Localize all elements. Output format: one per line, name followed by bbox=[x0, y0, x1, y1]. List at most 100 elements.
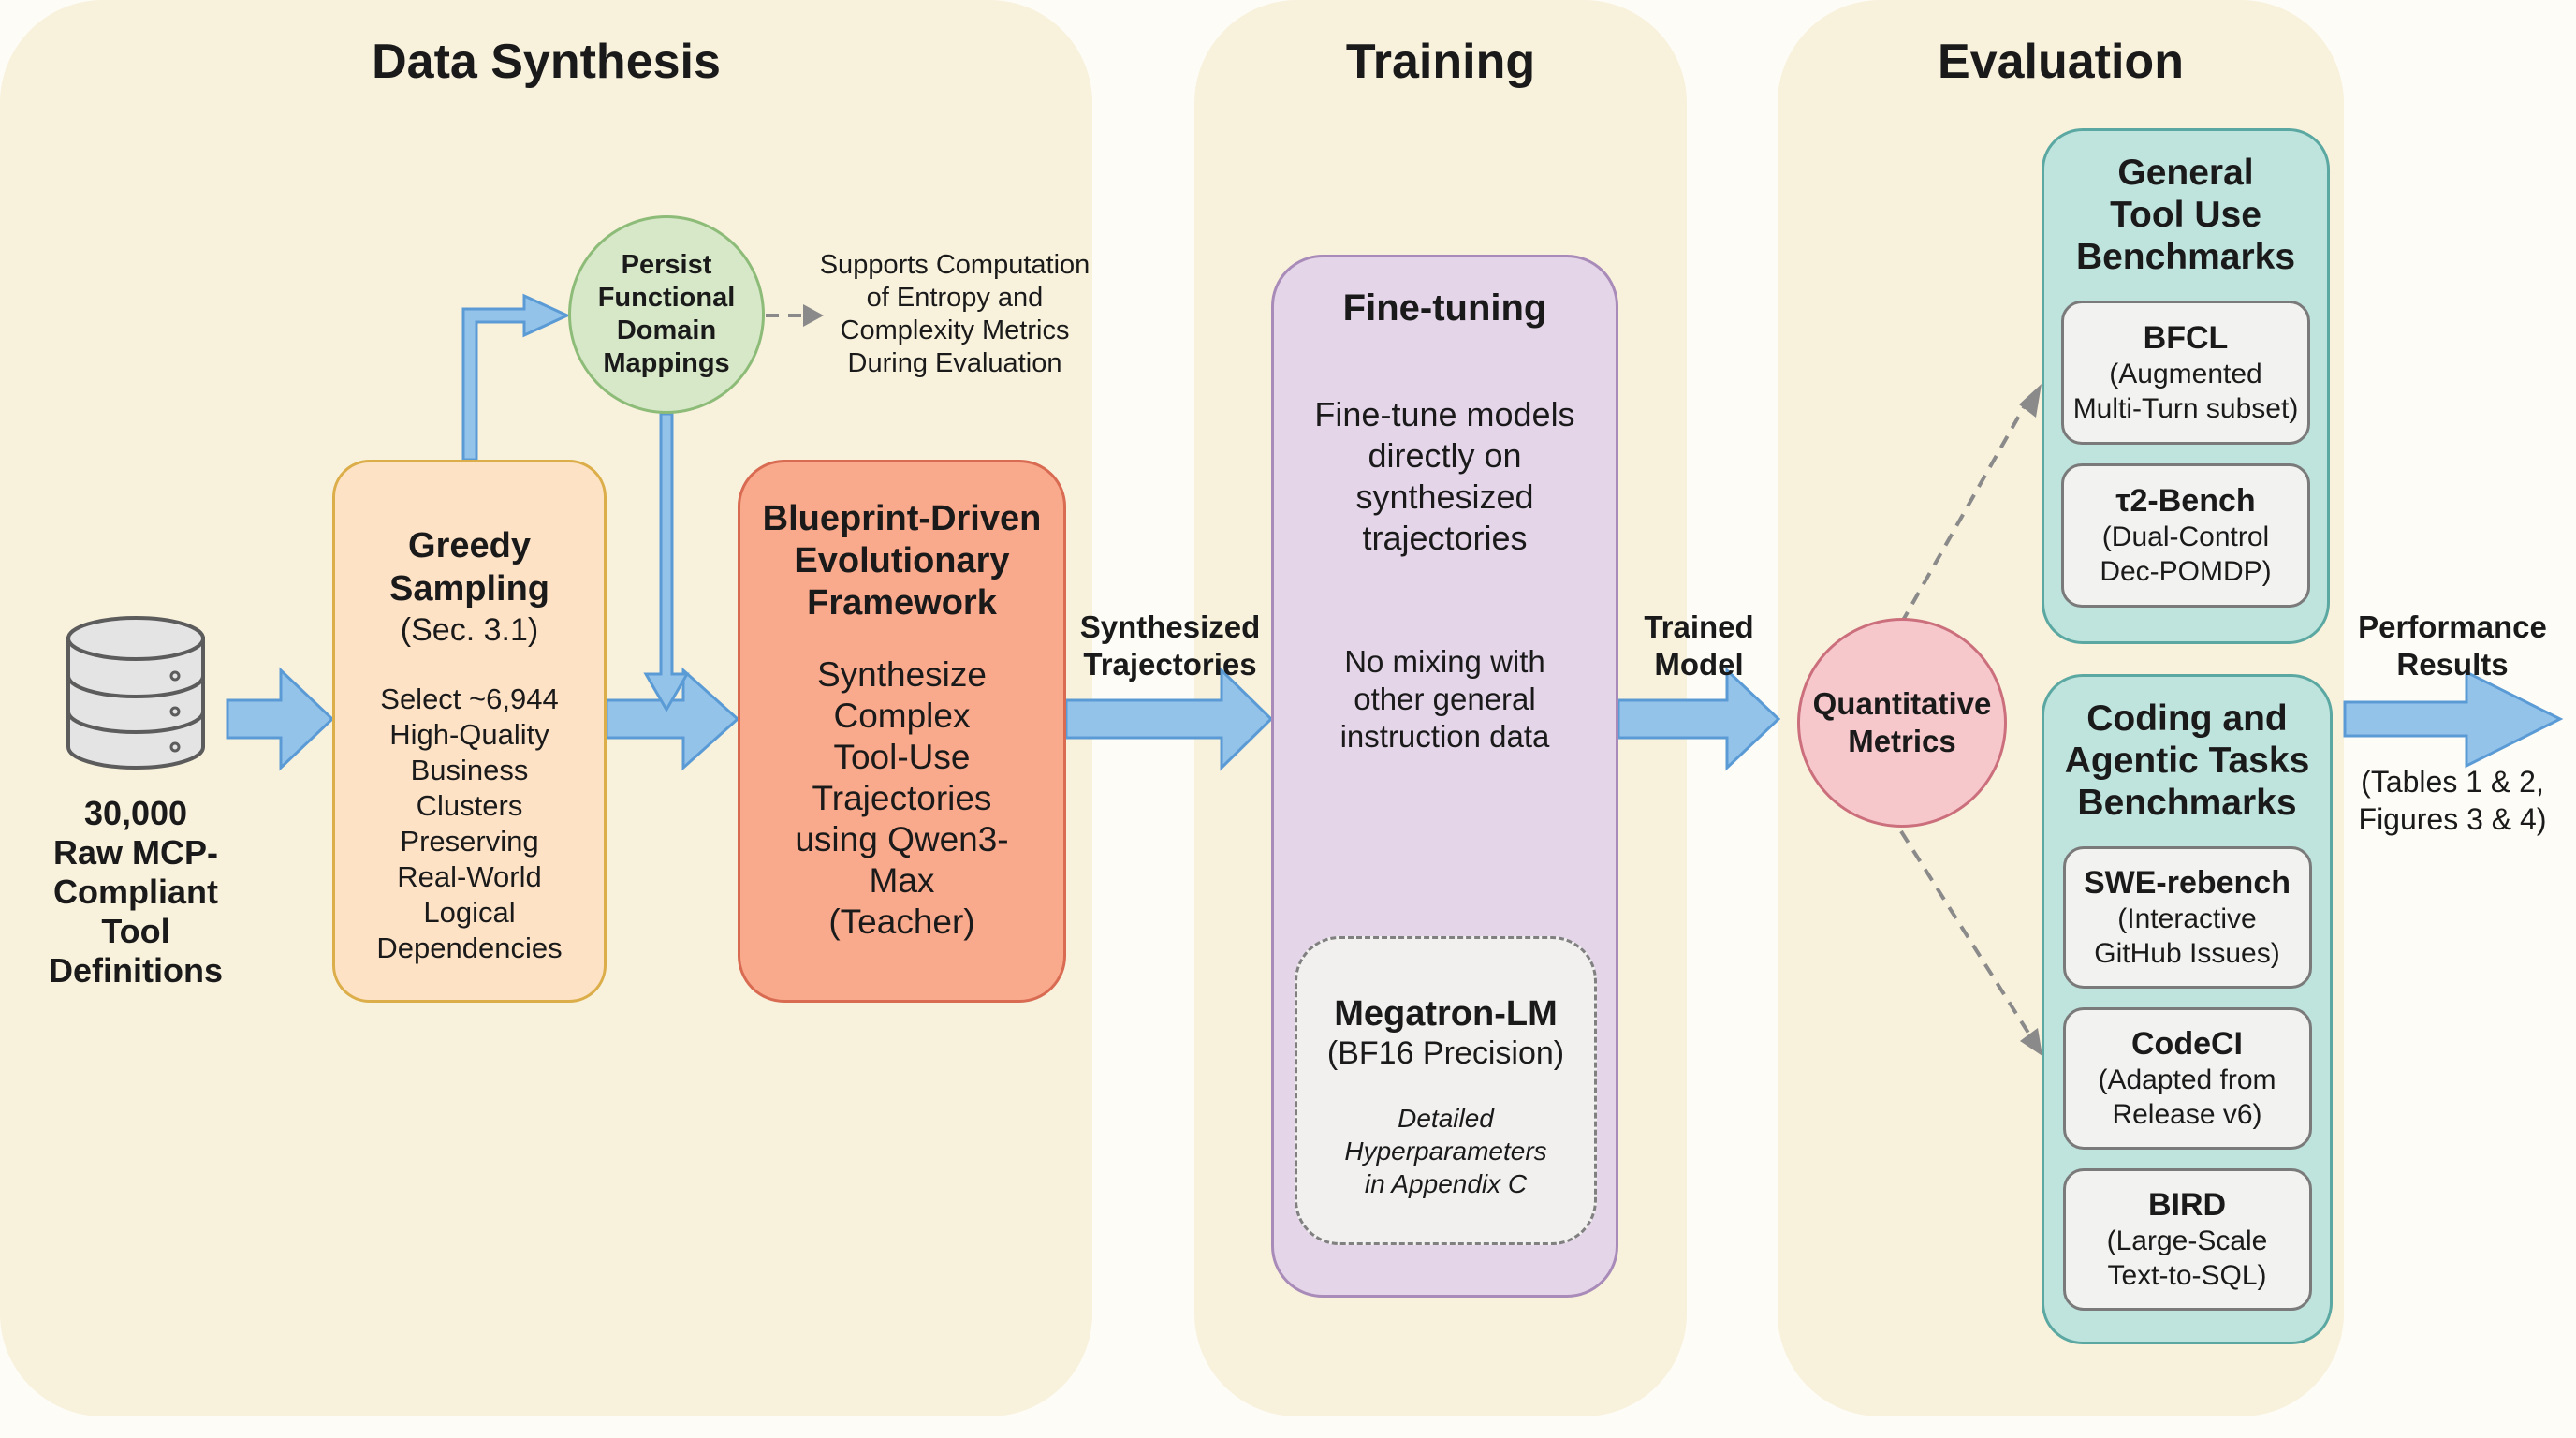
benchmark-desc-line: Multi-Turn subset) bbox=[2072, 393, 2299, 424]
source-database bbox=[56, 609, 215, 777]
blueprint-body-line: Complex bbox=[833, 697, 971, 735]
blueprint-body-line: Synthesize bbox=[816, 655, 987, 694]
benchmark-desc-line: GitHub Issues) bbox=[2094, 938, 2280, 969]
blueprint-title-line: Blueprint-Driven bbox=[762, 499, 1042, 538]
persist-note-line: During Evaluation bbox=[847, 348, 1062, 378]
coding-benchmarks-group: Coding and Agentic Tasks Benchmarks SWE-… bbox=[2042, 674, 2333, 1344]
benchmark-item-bird: BIRD (Large-Scale Text-to-SQL) bbox=[2062, 1168, 2312, 1311]
megatron-box: Megatron-LM (BF16 Precision) Detailed Hy… bbox=[1295, 936, 1597, 1245]
megatron-subtitle: (BF16 Precision) bbox=[1326, 1035, 1565, 1071]
greedy-body-line: Real-World bbox=[397, 860, 542, 893]
label-line: Results bbox=[2396, 647, 2509, 682]
finetuning-body1: Fine-tune models directly on synthesized… bbox=[1314, 394, 1574, 559]
blueprint-body: Synthesize Complex Tool-Use Trajectories… bbox=[795, 654, 1008, 943]
source-line: Raw MCP- bbox=[52, 833, 218, 872]
arrow-to-performance bbox=[2343, 669, 2564, 769]
greedy-body-line: Business bbox=[410, 754, 529, 786]
finetuning-line: directly on bbox=[1368, 436, 1522, 475]
group-title-line: General bbox=[2117, 153, 2254, 193]
blueprint-body-line: using Qwen3- bbox=[795, 820, 1009, 858]
quantitative-metrics-node: Quantitative Metrics bbox=[1797, 618, 2007, 828]
finetuning-line: instruction data bbox=[1339, 719, 1550, 754]
persist-note-line: Supports Computation bbox=[819, 250, 1090, 280]
benchmark-desc: (Adapted from Release v6) bbox=[2098, 1063, 2276, 1132]
benchmark-desc: (Large-Scale Text-to-SQL) bbox=[2107, 1224, 2268, 1293]
greedy-body-line: Select ~6,944 bbox=[380, 682, 559, 715]
benchmark-desc-line: (Adapted from bbox=[2098, 1064, 2276, 1095]
greedy-body-line: Logical bbox=[423, 896, 516, 929]
blueprint-body-line: Max bbox=[869, 861, 935, 900]
finetuning-title: Fine-tuning bbox=[1342, 287, 1547, 329]
blueprint-title-line: Evolutionary bbox=[794, 541, 1010, 580]
label-performance-results: Performance Results bbox=[2335, 609, 2569, 683]
megatron-note-line: in Appendix C bbox=[1364, 1169, 1528, 1198]
label-trained-model: Trained Model bbox=[1610, 609, 1788, 683]
quant-line: Quantitative bbox=[1812, 686, 1992, 721]
persist-note-line: of Entropy and bbox=[866, 283, 1044, 313]
blueprint-body-line: Trajectories bbox=[812, 779, 992, 817]
label-line: Figures 3 & 4) bbox=[2358, 802, 2547, 836]
benchmark-item-tau2-bench: τ2-Bench (Dual-Control Dec-POMDP) bbox=[2061, 463, 2310, 608]
greedy-subtitle: (Sec. 3.1) bbox=[400, 612, 539, 648]
benchmark-desc-line: (Augmented bbox=[2109, 359, 2262, 389]
benchmark-name: BFCL bbox=[2143, 320, 2229, 356]
database-icon bbox=[66, 616, 205, 770]
benchmark-desc: (Interactive GitHub Issues) bbox=[2094, 902, 2279, 971]
greedy-body-line: Dependencies bbox=[376, 932, 563, 964]
source-label: 30,000 Raw MCP- Compliant Tool Definitio… bbox=[28, 794, 243, 990]
benchmark-name: BIRD bbox=[2147, 1187, 2227, 1223]
general-benchmarks-title: General Tool Use Benchmarks bbox=[2076, 152, 2295, 278]
benchmark-item-codeci: CodeCI (Adapted from Release v6) bbox=[2062, 1007, 2312, 1150]
greedy-body-line: High-Quality bbox=[389, 718, 549, 751]
label-line: Model bbox=[1654, 647, 1744, 682]
source-line: Compliant bbox=[53, 873, 218, 911]
persist-line: Mappings bbox=[603, 348, 730, 378]
greedy-sampling-box: Greedy Sampling (Sec. 3.1) Select ~6,944… bbox=[332, 460, 607, 1003]
greedy-title-line: Sampling bbox=[388, 569, 550, 609]
blueprint-framework-box: Blueprint-Driven Evolutionary Framework … bbox=[738, 460, 1066, 1003]
blueprint-body-line: Tool-Use bbox=[833, 738, 971, 776]
benchmark-desc-line: Dec-POMDP) bbox=[2100, 556, 2272, 587]
greedy-body-line: Preserving bbox=[400, 825, 539, 858]
label-line: (Tables 1 & 2, bbox=[2361, 765, 2544, 799]
quant-line: Metrics bbox=[1848, 724, 1956, 758]
label-line: Performance bbox=[2358, 609, 2547, 644]
finetuning-line: other general bbox=[1354, 682, 1536, 716]
group-title-line: Tool Use bbox=[2110, 195, 2261, 235]
group-title-line: Benchmarks bbox=[2077, 783, 2297, 823]
persist-line: Domain bbox=[616, 315, 717, 345]
megatron-note: Detailed Hyperparameters in Appendix C bbox=[1344, 1102, 1546, 1200]
greedy-title-line: Greedy bbox=[408, 526, 531, 565]
label-line: Trained bbox=[1644, 609, 1754, 644]
benchmark-desc-line: (Interactive bbox=[2117, 903, 2257, 934]
panel-title-evaluation: Evaluation bbox=[1938, 35, 2184, 89]
coding-benchmarks-title: Coding and Agentic Tasks Benchmarks bbox=[2065, 697, 2310, 824]
benchmark-desc-line: (Large-Scale bbox=[2106, 1225, 2268, 1256]
blueprint-title-line: Framework bbox=[807, 583, 997, 623]
label-synthesized-trajectories: Synthesized Trajectories bbox=[1058, 609, 1282, 683]
general-benchmarks-group: General Tool Use Benchmarks BFCL (Augmen… bbox=[2042, 128, 2330, 644]
label-line: Trajectories bbox=[1083, 647, 1257, 682]
benchmark-desc-line: Release v6) bbox=[2112, 1099, 2262, 1130]
source-line: 30,000 bbox=[83, 794, 188, 832]
panel-title-training: Training bbox=[1345, 35, 1536, 89]
source-line: Definitions bbox=[49, 951, 223, 990]
finetuning-line: synthesized bbox=[1355, 477, 1534, 516]
persist-note: Supports Computation of Entropy and Comp… bbox=[805, 249, 1105, 380]
benchmark-desc-line: (Dual-Control bbox=[2101, 521, 2270, 552]
greedy-body: Select ~6,944 High-Quality Business Clus… bbox=[376, 682, 562, 966]
label-performance-note: (Tables 1 & 2, Figures 3 & 4) bbox=[2335, 763, 2569, 838]
benchmark-desc: (Augmented Multi-Turn subset) bbox=[2073, 357, 2299, 426]
persist-line: Functional bbox=[597, 283, 736, 313]
benchmark-item-bfcl: BFCL (Augmented Multi-Turn subset) bbox=[2061, 301, 2310, 445]
benchmark-item-swe-rebench: SWE-rebench (Interactive GitHub Issues) bbox=[2062, 846, 2312, 989]
greedy-title: Greedy Sampling bbox=[389, 524, 549, 610]
benchmark-name: CodeCI bbox=[2131, 1026, 2243, 1062]
megatron-title: Megatron-LM bbox=[1334, 994, 1558, 1034]
benchmark-name: τ2-Bench bbox=[2115, 483, 2256, 519]
blueprint-title: Blueprint-Driven Evolutionary Framework bbox=[763, 498, 1042, 624]
greedy-body-line: Clusters bbox=[416, 789, 523, 822]
finetuning-line: trajectories bbox=[1362, 519, 1528, 557]
benchmark-name: SWE-rebench bbox=[2083, 865, 2291, 901]
group-title-line: Agentic Tasks bbox=[2064, 741, 2310, 781]
